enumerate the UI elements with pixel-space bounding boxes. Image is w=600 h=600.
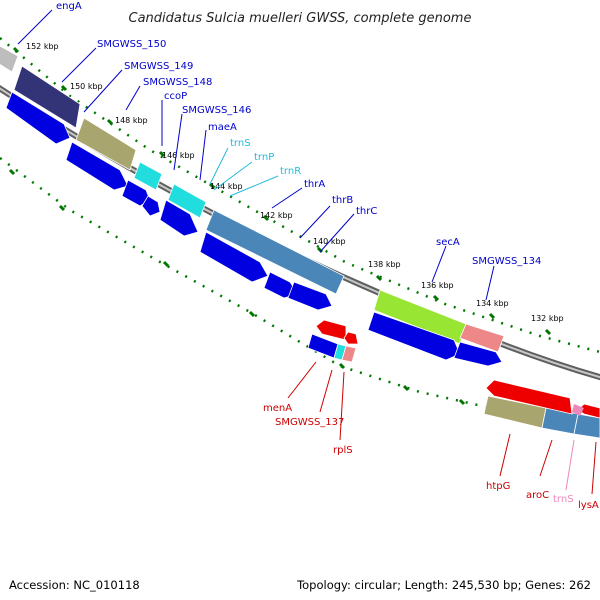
cds-arrow[interactable] xyxy=(343,331,359,345)
feature-ccoP-arrow[interactable] xyxy=(133,161,163,191)
reverse-leader-lines xyxy=(287,361,597,495)
gene-label-rplS[interactable]: rplS xyxy=(333,445,353,456)
tick-label: 136 kbp xyxy=(421,281,454,290)
tick-label: 148 kbp xyxy=(115,116,148,125)
forward-leader-lines xyxy=(17,9,495,301)
feature-engA-arrow[interactable] xyxy=(0,45,19,73)
cds-arrow[interactable] xyxy=(485,379,573,415)
feature-lysA-arrow[interactable] xyxy=(573,413,600,439)
genome-summary-text: Topology: circular; Length: 245,530 bp; … xyxy=(297,578,591,592)
gene-label-thrC[interactable]: thrC xyxy=(356,206,377,217)
gene-label-thrA[interactable]: thrA xyxy=(304,179,325,190)
gene-label-trnS-reverse[interactable]: trnS xyxy=(553,494,574,505)
gene-label-lysA[interactable]: lysA xyxy=(578,500,599,511)
trna-reverse-gene-labels: trnS xyxy=(553,494,574,505)
feature-rplS-arrow[interactable] xyxy=(341,345,357,363)
gene-label-smgwss134[interactable]: SMGWSS_134 xyxy=(472,256,541,267)
gene-label-maeA[interactable]: maeA xyxy=(208,122,237,133)
cds-arrow[interactable] xyxy=(367,311,461,361)
gene-label-thrB[interactable]: thrB xyxy=(332,195,353,206)
feature-trnS-reverse-arrow[interactable] xyxy=(572,404,584,416)
cds-arrow[interactable] xyxy=(453,341,503,367)
tick-label: 132 kbp xyxy=(531,314,564,323)
accession-text: Accession: NC_010118 xyxy=(9,578,140,592)
gene-label-smgwss149[interactable]: SMGWSS_149 xyxy=(124,61,193,72)
cds-arrow[interactable] xyxy=(199,231,269,283)
tick-label: 144 kbp xyxy=(210,182,243,191)
trna-reverse-leader-lines xyxy=(565,439,575,491)
cds-arrow[interactable] xyxy=(141,195,161,217)
tick-label: 138 kbp xyxy=(368,260,401,269)
gene-label-smgwss150[interactable]: SMGWSS_150 xyxy=(97,39,166,50)
feature-smgwss150-arrow[interactable] xyxy=(13,65,81,129)
feature-smgwss134-arrow[interactable] xyxy=(459,323,505,353)
gene-label-htpG[interactable]: htpG xyxy=(486,481,510,492)
gene-label-trnP[interactable]: trnP xyxy=(254,152,274,163)
cds-arrow[interactable] xyxy=(315,319,347,341)
gene-label-smgwss148[interactable]: SMGWSS_148 xyxy=(143,77,212,88)
cds-arrow[interactable] xyxy=(5,91,71,145)
gene-label-engA[interactable]: engA xyxy=(56,1,82,12)
feature-smgwss146-arrow[interactable] xyxy=(167,183,207,219)
reverse-gene-labels: menA SMGWSS_137 rplS htpG aroC lysA xyxy=(263,403,599,511)
tick-label: 152 kbp xyxy=(26,42,59,51)
tick-label: 146 kbp xyxy=(162,151,195,160)
outer-tick-ring xyxy=(0,37,600,354)
trna-gene-labels: trnS trnP trnR xyxy=(230,138,301,177)
cds-arrow[interactable] xyxy=(159,199,199,237)
gene-label-smgwss137[interactable]: SMGWSS_137 xyxy=(275,417,344,428)
gene-label-trnR[interactable]: trnR xyxy=(280,166,301,177)
map-title: Candidatus Sulcia muelleri GWSS, complet… xyxy=(129,11,472,26)
gene-label-secA[interactable]: secA xyxy=(436,237,460,248)
feature-cluster-137 xyxy=(307,333,357,363)
gene-label-aroC[interactable]: aroC xyxy=(526,490,549,501)
tick-label: 150 kbp xyxy=(70,82,103,91)
feature-smgwss149-arrow[interactable] xyxy=(75,117,137,171)
forward-gene-labels: engA SMGWSS_150 SMGWSS_149 SMGWSS_148 cc… xyxy=(56,1,541,267)
inner-tick-ring xyxy=(0,156,600,432)
gene-label-trnS[interactable]: trnS xyxy=(230,138,251,149)
major-ticks xyxy=(8,46,552,420)
gene-label-menA[interactable]: menA xyxy=(263,403,292,414)
gene-label-ccoP[interactable]: ccoP xyxy=(164,91,187,102)
feature-maeA-arrow[interactable] xyxy=(205,209,345,295)
cds-forward-track xyxy=(5,91,503,367)
cds-arrow[interactable] xyxy=(65,141,129,191)
cds-arrow[interactable] xyxy=(287,281,333,311)
gene-label-smgwss146[interactable]: SMGWSS_146 xyxy=(182,105,251,116)
tick-label: 134 kbp xyxy=(476,299,509,308)
trna-leader-lines xyxy=(209,147,279,197)
tick-label: 142 kbp xyxy=(260,211,293,220)
feature-track-upper xyxy=(0,45,600,439)
feature-menA-arrow[interactable] xyxy=(307,333,339,359)
